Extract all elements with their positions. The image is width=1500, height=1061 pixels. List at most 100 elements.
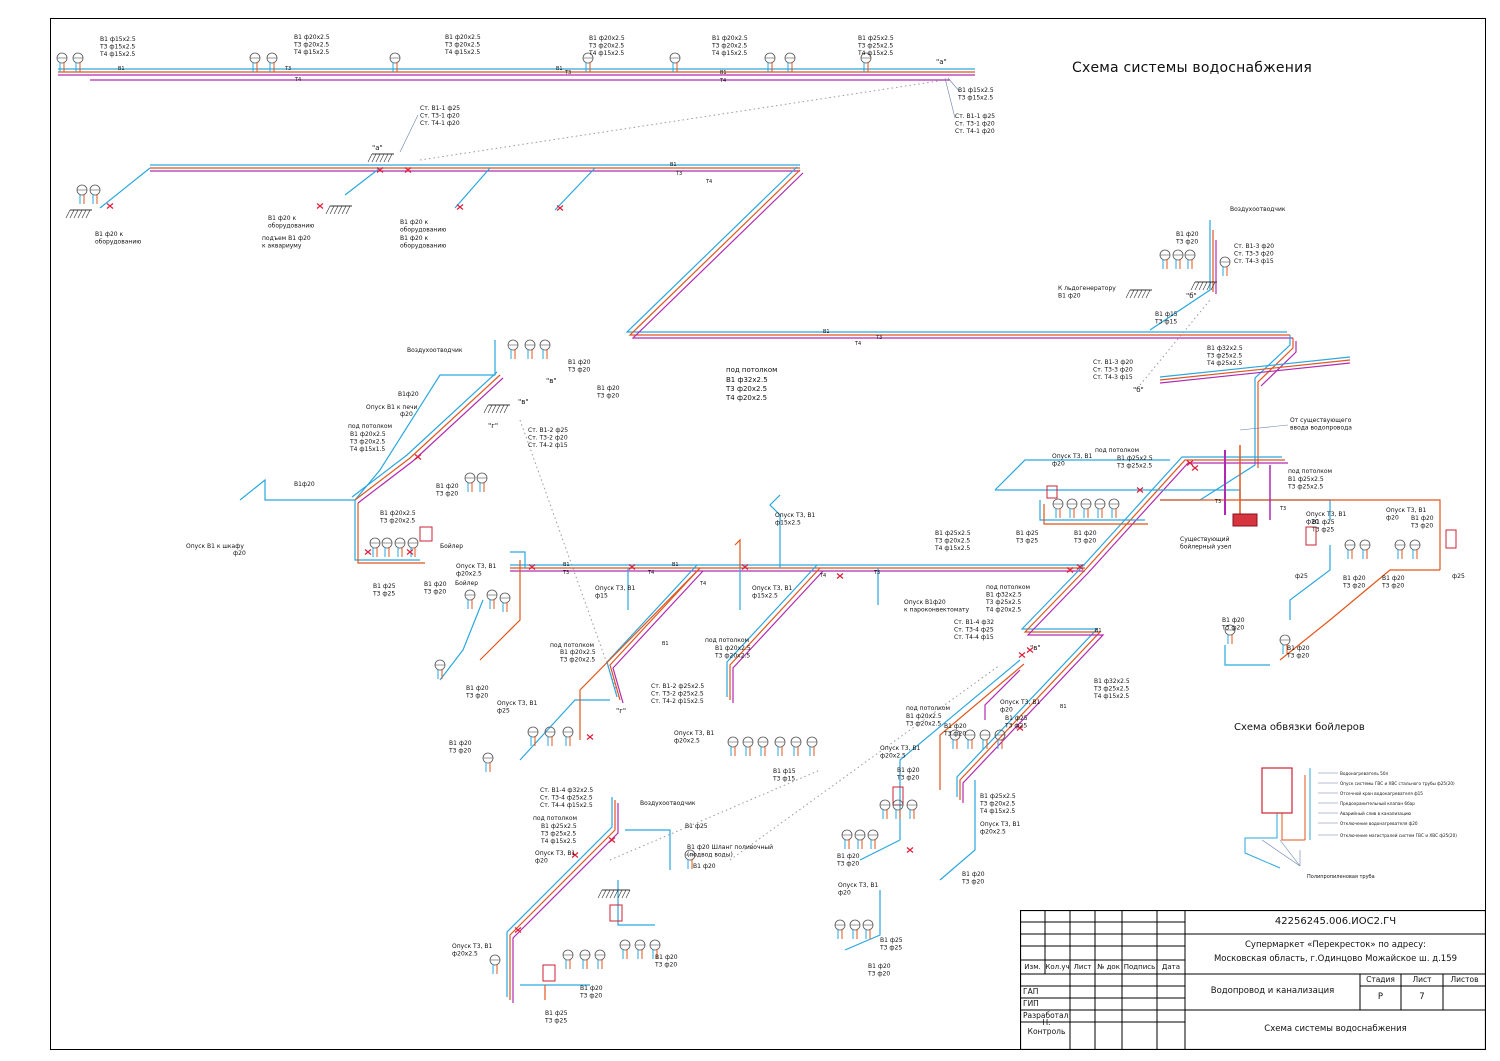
- pipe-cold-v1: [625, 166, 1287, 333]
- pipe-tag: Т4: [294, 77, 301, 83]
- pipe-label: Ст. В1-1 ф25: [420, 105, 460, 112]
- faucet-icon: [1108, 498, 1120, 518]
- pipe-label: Т3 ф20: [1410, 523, 1433, 530]
- pipe-label: под потолком: [705, 637, 749, 644]
- pipe-label: В1 ф15: [1155, 311, 1178, 318]
- pipe-label: Опуск Т3, В1: [535, 850, 575, 857]
- pipe-label: ф20: [233, 550, 246, 557]
- pipe-cold-v1: [1289, 545, 1331, 620]
- faucet-icon: [849, 919, 861, 939]
- pipe-label: Т4 ф15х1.5: [349, 446, 385, 453]
- pipe-network: [58, 68, 1441, 1003]
- pipe-label: к пароконвектомату: [904, 607, 970, 614]
- pipe-cold-v1: [939, 780, 976, 881]
- pipe-recirc-t4: [512, 803, 619, 1003]
- pipe-tag: В1: [556, 66, 563, 72]
- pipe-recirc-t4: [612, 570, 704, 704]
- pipe-label: Ст. В1-2 ф25х2.5: [651, 683, 704, 690]
- col-podpis: Подпись: [1123, 962, 1156, 971]
- boiler-icon: [1445, 529, 1457, 549]
- pipe-cold-v1: [844, 890, 881, 951]
- pipe-label: В1 ф20 Шланг поливочный: [687, 844, 773, 851]
- valve-icon: [556, 205, 564, 211]
- pipe-label: Т3 ф25х2.5: [1287, 484, 1323, 491]
- node-marker: "б": [1186, 292, 1197, 300]
- pipe-label: В1 ф20: [1411, 515, 1434, 522]
- pipe-label: Ст. Т3-3 ф20: [1234, 251, 1274, 258]
- reference-line: [419, 79, 946, 161]
- pipe-cold-v1: [99, 167, 151, 209]
- pipe-label: Т3 ф25: [1004, 723, 1027, 730]
- floor-hatch: [1125, 289, 1152, 299]
- pipe-hot-t3: [479, 560, 521, 661]
- boiler-pipe-note: Полипропиленовая труба: [1307, 874, 1375, 880]
- pipe-label: ф25: [1295, 573, 1308, 580]
- pipe-label: В1 ф25х2.5: [1288, 476, 1324, 483]
- pipe-hot-t3: [628, 169, 1290, 336]
- node-marker: "в": [1030, 644, 1041, 652]
- faucet-icon: [1172, 249, 1184, 269]
- faucet-icon: [482, 752, 494, 772]
- stage-value: Р: [1377, 992, 1384, 1003]
- faucet-icon: [964, 729, 976, 749]
- pipe-label: Т4 ф25х2.5: [1206, 360, 1242, 367]
- pipe-label: Т4 ф15х2.5: [293, 49, 329, 56]
- project-name-line2: Московская область, г.Одинцово Можайское…: [1213, 954, 1458, 965]
- pipe-label: В1 ф20х2.5: [445, 34, 481, 41]
- faucet-icon: [249, 52, 261, 72]
- valve-icon: [364, 549, 372, 555]
- valve-icon: [106, 203, 114, 209]
- pipe-label: Опуск Т3, В1: [595, 585, 635, 592]
- pipe-label: Т3 ф20х2.5: [559, 657, 595, 664]
- pipe-tag: Т4: [854, 341, 861, 347]
- faucet-icon: [266, 52, 278, 72]
- pipe-label: Т3 ф25: [544, 1018, 567, 1025]
- pipe-cold-v1: [454, 167, 491, 209]
- pipe-tag: Т3: [562, 570, 569, 576]
- faucet-icon: [1359, 539, 1371, 559]
- pipe-tag: В1: [1060, 704, 1067, 710]
- floor-hatch: [597, 889, 631, 899]
- pipe-label: В1 ф15: [773, 768, 796, 775]
- pipe-label: оборудованию: [95, 239, 141, 246]
- pipe-label: (подвод воды): [687, 852, 733, 859]
- faucet-icon: [867, 829, 879, 849]
- pipe-label: Т3 ф20: [1221, 625, 1244, 632]
- pipe-label: В1 ф20: [1287, 645, 1310, 652]
- valve-icon: [741, 564, 749, 570]
- pipe-label: Т3 ф20: [435, 491, 458, 498]
- faucet-icon: [764, 52, 776, 72]
- pipe-label: Т3 ф20: [1342, 583, 1365, 590]
- pipe-label: Т4 ф20х2.5: [985, 607, 1021, 614]
- valve-icon: [514, 927, 522, 933]
- pipe-label: ф15: [595, 593, 608, 600]
- role-gap: ГАП: [1023, 986, 1039, 996]
- pipe-label: под потолком: [986, 584, 1030, 591]
- pipe-cold-v1: [506, 797, 613, 997]
- pipe-label: Ст. Т4-1 ф20: [420, 120, 460, 127]
- boiler-label: Бойлер: [440, 543, 463, 550]
- pipe-tag: Т3: [873, 570, 880, 576]
- pipe-tag: Т3: [284, 66, 291, 72]
- valve-icon: [836, 573, 844, 579]
- pipe-label: к аквариуму: [262, 243, 302, 250]
- pipe-label: Т3 ф20: [1175, 239, 1198, 246]
- section-title: Водопровод и канализация: [1210, 986, 1335, 997]
- faucet-icon: [669, 52, 681, 72]
- boiler-legend-item: Отключение водонагревателя ф20: [1340, 821, 1418, 826]
- pipe-label: В1 ф20: [962, 871, 985, 878]
- pipe-label: В1 ф20х2.5: [380, 510, 416, 517]
- role-developer: Разработал: [1023, 1010, 1069, 1020]
- col-ndok: № док: [1097, 962, 1120, 971]
- pipe-label: В1 ф25: [545, 1010, 568, 1017]
- air-vent-label: Воздухоотводчик: [640, 800, 696, 807]
- valve-icon: [608, 837, 616, 843]
- faucet-icon: [499, 592, 511, 612]
- pipe-label: ф15х2.5: [775, 520, 801, 527]
- pipe-label: В1 ф20 к: [400, 219, 429, 226]
- pipe-label: под потолком: [348, 423, 392, 430]
- pipe-label: В1 ф20: [597, 385, 620, 392]
- header-stage: Стадия: [1366, 974, 1395, 984]
- pipe-label: ф20: [535, 858, 548, 865]
